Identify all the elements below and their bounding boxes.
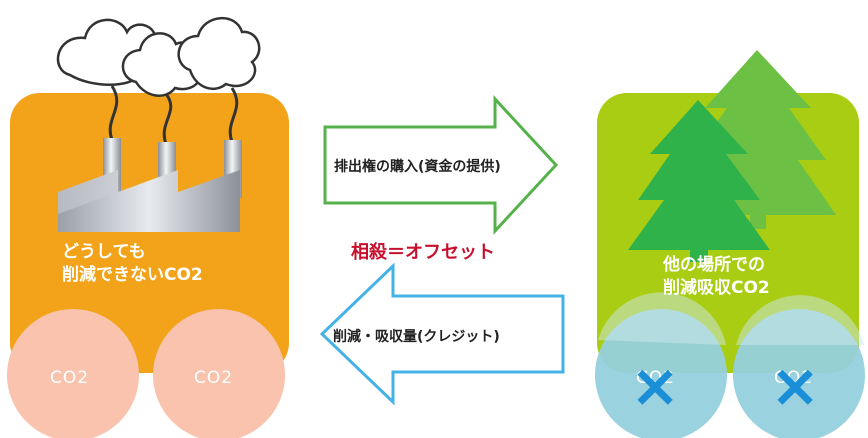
right-co2-circles [595, 292, 865, 438]
left-panel-box [10, 93, 289, 373]
smoke-cloud-icon [56, 16, 261, 97]
arrow-left-shape [319, 262, 565, 406]
factory-icon [58, 138, 242, 232]
right-co2-label-1: CO2 [636, 368, 676, 388]
offset-label: 相殺＝オフセット [351, 242, 495, 263]
left-panel [7, 16, 289, 438]
arrow-left [319, 262, 565, 406]
right-panel-label-line2: 削減吸収CO2 [663, 278, 770, 298]
right-co2-label-2: CO2 [774, 368, 814, 388]
arrow-right-label: 排出権の購入(資金の提供) [334, 159, 501, 175]
right-panel [595, 50, 865, 438]
left-co2-circles [7, 309, 285, 438]
cross-mark-icon: × [630, 351, 681, 421]
left-co2-label-1: CO2 [50, 368, 90, 388]
co2-circle [7, 309, 139, 438]
arrow-right-shape [323, 95, 559, 235]
left-panel-label-line2: 削減できないCO2 [62, 265, 203, 285]
left-co2-label-2: CO2 [194, 368, 234, 388]
smoke-trails [108, 85, 239, 145]
right-panel-label-line1: 他の場所での [663, 255, 765, 275]
left-panel-label-line1: どうしても [62, 242, 146, 262]
co2-circle [153, 309, 285, 438]
arrow-left-label: 削減・吸収量(クレジット) [333, 329, 500, 345]
arrow-right [323, 95, 559, 235]
tree-icon [628, 50, 836, 262]
cross-mark-icon: × [770, 351, 821, 421]
